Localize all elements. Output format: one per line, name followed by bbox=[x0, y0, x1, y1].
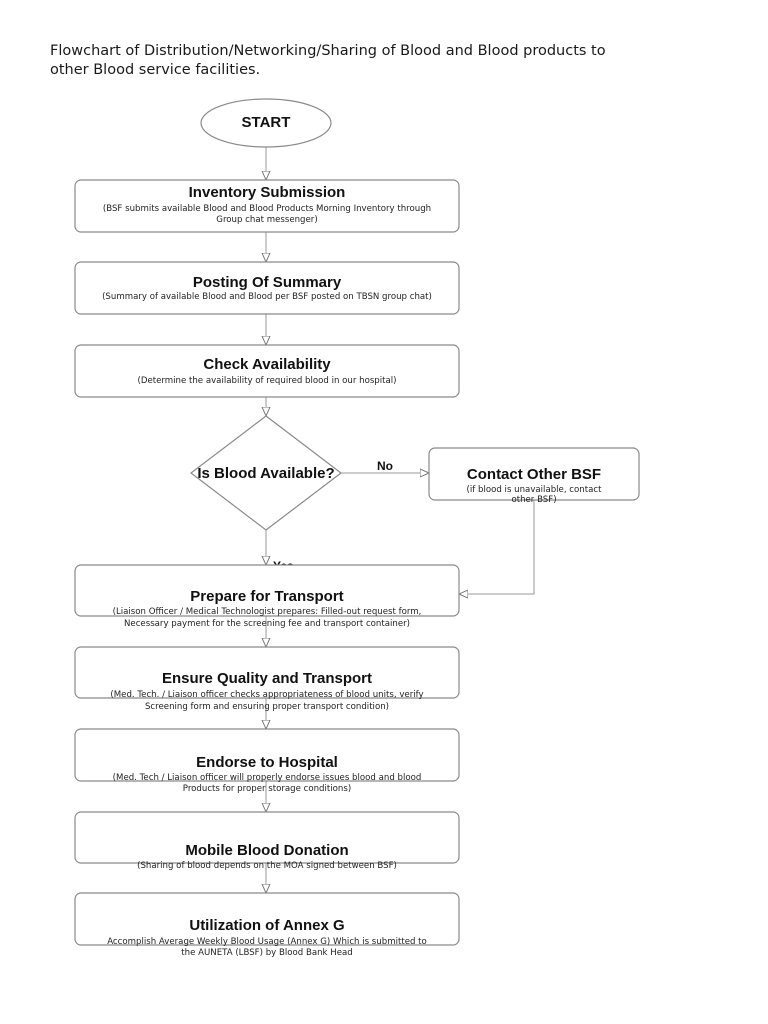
inventory-sub-2: Group chat messenger) bbox=[216, 215, 317, 225]
endorse-title: Endorse to Hospital bbox=[196, 754, 338, 771]
title-line-2: other Blood service facilities. bbox=[50, 62, 261, 78]
endorse-sub-2: Products for proper storage conditions) bbox=[183, 784, 351, 794]
inventory-submission-box: Inventory Submission (BSF submits availa… bbox=[74, 179, 460, 233]
quality-sub-2: Screening form and ensuring proper trans… bbox=[145, 702, 389, 712]
start-label: START bbox=[242, 114, 291, 131]
quality-title: Ensure Quality and Transport bbox=[162, 670, 372, 687]
document-title: Flowchart of Distribution/Networking/Sha… bbox=[50, 42, 690, 80]
prepare-sub-2: Necessary payment for the screening fee … bbox=[124, 619, 410, 629]
contact-other-bsf-box: Contact Other BSF (if blood is unavailab… bbox=[428, 447, 640, 505]
decision-label: Is Blood Available? bbox=[197, 465, 334, 482]
inventory-sub-1: (BSF submits available Blood and Blood P… bbox=[103, 204, 431, 214]
posting-summary-box: Posting Of Summary (Summary of available… bbox=[74, 261, 460, 315]
edge-contact-prepare bbox=[459, 500, 535, 594]
mobile-sub-1: (Sharing of blood depends on the MOA sig… bbox=[137, 861, 397, 871]
prepare-transport-box: Prepare for Transport (Liaison Officer /… bbox=[74, 564, 460, 629]
endorse-sub-1: (Med. Tech / Liaison officer will proper… bbox=[113, 773, 422, 783]
check-availability-box: Check Availability (Determine the availa… bbox=[74, 344, 460, 398]
check-sub-1: (Determine the availability of required … bbox=[137, 376, 396, 386]
annex-title: Utilization of Annex G bbox=[189, 917, 344, 934]
contact-sub-1: (if blood is unavailable, contact bbox=[467, 485, 603, 495]
posting-title: Posting Of Summary bbox=[193, 274, 342, 291]
annex-sub-2: the AUNETA (LBSF) by Blood Bank Head bbox=[181, 948, 352, 958]
prepare-title: Prepare for Transport bbox=[190, 588, 343, 605]
posting-sub-1: (Summary of available Blood and Blood pe… bbox=[102, 292, 432, 302]
ensure-quality-box: Ensure Quality and Transport (Med. Tech.… bbox=[74, 646, 460, 712]
contact-title: Contact Other BSF bbox=[467, 466, 601, 483]
inventory-title: Inventory Submission bbox=[189, 184, 346, 201]
check-title: Check Availability bbox=[203, 356, 331, 373]
edge-label-no: No bbox=[377, 459, 393, 473]
contact-sub-2: other BSF) bbox=[511, 495, 556, 505]
annex-sub-1: Accomplish Average Weekly Blood Usage (A… bbox=[107, 937, 427, 947]
mobile-title: Mobile Blood Donation bbox=[185, 842, 348, 859]
annex-g-box: Utilization of Annex G Accomplish Averag… bbox=[74, 892, 460, 958]
start-node: START bbox=[200, 98, 332, 148]
title-line-1: Flowchart of Distribution/Networking/Sha… bbox=[50, 43, 606, 59]
mobile-donation-box: Mobile Blood Donation (Sharing of blood … bbox=[74, 811, 460, 871]
quality-sub-1: (Med. Tech. / Liaison officer checks app… bbox=[110, 690, 423, 700]
decision-node: Is Blood Available? bbox=[190, 415, 342, 531]
prepare-sub-1: (Liaison Officer / Medical Technologist … bbox=[113, 607, 422, 617]
endorse-hospital-box: Endorse to Hospital (Med. Tech / Liaison… bbox=[74, 728, 460, 794]
